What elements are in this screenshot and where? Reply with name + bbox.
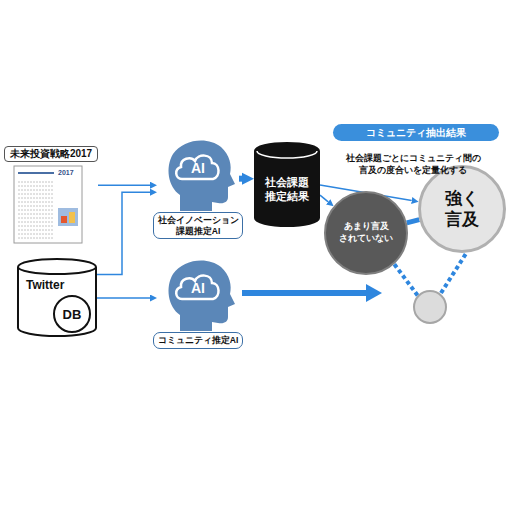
thick-arrow (242, 290, 366, 296)
ai-icon-text: AI (179, 280, 217, 296)
document-year: 2017 (58, 169, 74, 177)
note-text: 社会課題ごとにコミュニティ間の 言及の度合いを定量化する (323, 152, 503, 176)
db-text: DB (63, 307, 82, 322)
connector (97, 192, 150, 274)
db-circle: DB (53, 295, 91, 333)
document-node: 未来投資戦略2017 (4, 146, 98, 244)
community-circle: あまり言及 されていない (324, 191, 408, 275)
database-name: Twitter (26, 278, 64, 292)
connector (98, 184, 150, 186)
ai-icon-text: AI (179, 160, 217, 176)
community-circle: 強く 言及 (418, 165, 506, 253)
arrow-head (366, 284, 382, 302)
ai-caption: コミュニティ推定AI (153, 332, 243, 349)
database-cylinder: TwitterDB (17, 259, 97, 337)
circle-text: 強く 言及 (438, 188, 486, 231)
connector (407, 220, 420, 223)
community-circle (414, 291, 446, 323)
cylinder-text: 社会課題 推定結果 (261, 176, 313, 203)
connector (97, 297, 150, 299)
result-cylinder: 社会課題 推定結果 (254, 143, 320, 227)
connector (320, 195, 328, 202)
circle-text: あまり言及 されていない (337, 221, 395, 244)
ai-node: AI社会イノベーション 課題推定AI (157, 135, 239, 239)
section-band: コミュニティ抽出結果 (333, 124, 499, 141)
dotted-link (441, 252, 467, 293)
document-title: 未来投資戦略2017 (4, 146, 98, 162)
section-heading: コミュニティ抽出結果 (366, 124, 466, 141)
connector (239, 176, 242, 182)
ai-caption: 社会イノベーション 課題推定AI (153, 212, 243, 239)
ai-node: AIコミュニティ推定AI (157, 255, 239, 349)
